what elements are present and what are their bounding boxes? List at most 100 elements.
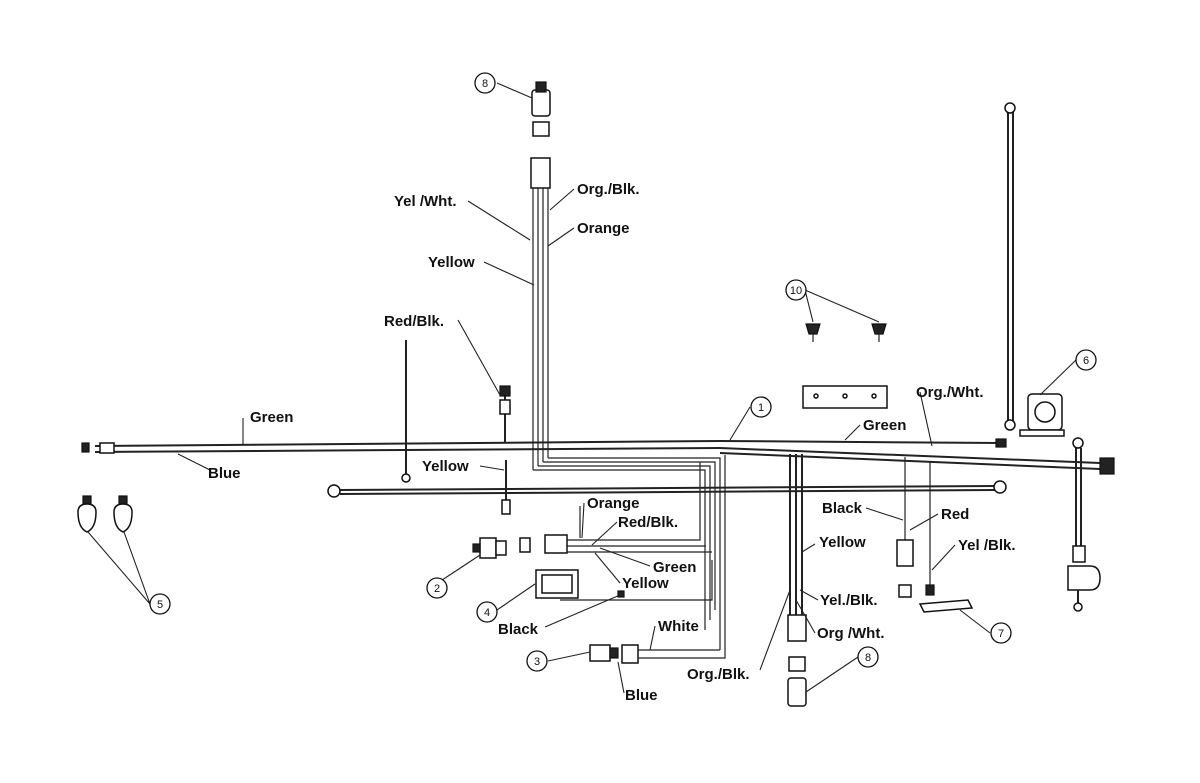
top-branch-turn-1 — [533, 469, 706, 630]
leader-org-wht-bottom — [795, 599, 816, 634]
leader-red-blk-mid — [591, 521, 618, 546]
label-green-left: Green — [250, 409, 293, 426]
callout-7-circle — [990, 622, 1012, 644]
label-yel-blk-mid: Yel./Blk. — [820, 592, 878, 609]
module-wire-1 — [566, 462, 701, 541]
leader-blue-left — [177, 453, 211, 471]
callout-8-bottom-circle — [857, 646, 879, 668]
part-10-clips — [805, 323, 887, 342]
solenoid-base — [1019, 429, 1065, 437]
key-switch-terminal — [495, 540, 507, 556]
callout-1-label: 1 — [758, 402, 764, 414]
right-cable-bottom-ring — [1004, 419, 1016, 431]
clip-left — [805, 323, 821, 335]
leader-callout-8-top — [496, 82, 533, 99]
leader-callout-5 — [87, 531, 151, 605]
label-green-right: Green — [863, 417, 906, 434]
part-4-relay — [535, 569, 625, 599]
switch-plug — [621, 644, 639, 664]
leader-yellow-switch — [594, 552, 621, 584]
leader-yellow-top — [483, 261, 535, 286]
far-right-cable — [1067, 437, 1101, 612]
bottom-solenoid-body — [787, 677, 807, 707]
bulb-right-base — [118, 495, 128, 505]
red-blk-stub-plug — [499, 399, 511, 415]
label-white: White — [658, 618, 699, 635]
callout-8-top-label: 8 — [482, 78, 488, 90]
callout-6: 6 — [1075, 349, 1097, 371]
leader-callout-8-bottom — [805, 656, 859, 693]
battery-cable-lower — [339, 489, 996, 495]
leader-green-right — [844, 424, 861, 441]
top-solenoid-body — [531, 89, 551, 117]
far-right-top-ring — [1072, 437, 1084, 449]
top-branch-turn-3 — [543, 461, 716, 610]
yellow-lead — [501, 460, 511, 515]
harness-trunk-right-third — [719, 452, 1101, 470]
callout-5-circle — [149, 593, 171, 615]
battery-cable-upper — [339, 485, 996, 491]
harness-trunk-right-upper — [719, 440, 1001, 444]
right-harness-connector — [1099, 457, 1115, 475]
leader-callout-3 — [547, 651, 591, 662]
callout-2-label: 2 — [434, 583, 440, 595]
callout-6-label: 6 — [1083, 355, 1089, 367]
leader-callout-1 — [729, 406, 751, 441]
part-6-solenoid — [1019, 393, 1065, 437]
key-switch-body — [479, 537, 497, 559]
callout-8-bottom-label: 8 — [865, 652, 871, 664]
label-yel-blk-right: Yel /Blk. — [958, 537, 1016, 554]
right-vertical-cable — [1004, 102, 1016, 431]
leader-yel-blk-mid — [799, 589, 819, 601]
callout-10-circle — [785, 279, 807, 301]
solenoid-face — [1034, 401, 1056, 423]
black-red-connector — [896, 539, 914, 567]
label-red-blk-mid: Red/Blk. — [618, 514, 678, 531]
callout-8-top: 8 — [474, 72, 496, 94]
far-right-plug — [1072, 545, 1086, 563]
leader-blue-bottom — [617, 661, 625, 694]
leader-callout-10 — [804, 289, 880, 323]
leader-black-right — [865, 507, 904, 521]
far-right-module — [1067, 565, 1101, 591]
harness-trunk-right-lower — [719, 447, 1101, 464]
label-yellow-mid: Yellow — [422, 458, 469, 475]
green-wire-terminal — [995, 438, 1007, 448]
callout-1-circle — [750, 396, 772, 418]
part-2-key-switch — [472, 537, 507, 559]
callout-5-label: 5 — [157, 599, 163, 611]
leader-callout-6 — [1039, 359, 1077, 396]
bottom-part-8 — [787, 656, 807, 707]
label-yellow-top: Yellow — [428, 254, 475, 271]
label-org-wht-bottom: Org /Wht. — [817, 625, 885, 642]
top-branch-connector — [530, 157, 551, 189]
bracket-hole-2 — [842, 393, 848, 399]
strap-body — [918, 599, 974, 613]
part-5-bulbs — [77, 495, 133, 533]
callout-4-label: 4 — [484, 607, 490, 619]
part-7-strap — [918, 599, 974, 613]
callout-7: 7 — [990, 622, 1012, 644]
leader-red-blk — [457, 319, 501, 396]
label-org-blk-bottom: Org./Blk. — [687, 666, 750, 683]
switch-terminal — [609, 647, 619, 659]
leader-green-mid — [599, 547, 651, 567]
label-blue-bottom: Blue — [625, 687, 658, 704]
leader-yellow-right — [801, 543, 816, 553]
harness-trunk-lower — [94, 447, 721, 453]
top-branch — [530, 81, 721, 650]
label-green-mid: Green — [653, 559, 696, 576]
switch-body — [589, 644, 611, 662]
blue-wire — [638, 455, 726, 659]
clip-right — [871, 323, 887, 335]
battery-cable-right-ring — [993, 480, 1007, 494]
far-right-bottom-ring — [1073, 602, 1083, 612]
leader-black-relay — [544, 594, 621, 628]
bulb-left-base — [82, 495, 92, 505]
wire-labels: Yel /Wht. Org./Blk. Orange Yellow Red/Bl… — [208, 181, 1016, 704]
callout-8-top-circle — [474, 72, 496, 94]
callout-2: 2 — [426, 577, 448, 599]
leader-org-wht-right — [919, 391, 933, 447]
yellow-lead-terminal — [501, 499, 511, 515]
